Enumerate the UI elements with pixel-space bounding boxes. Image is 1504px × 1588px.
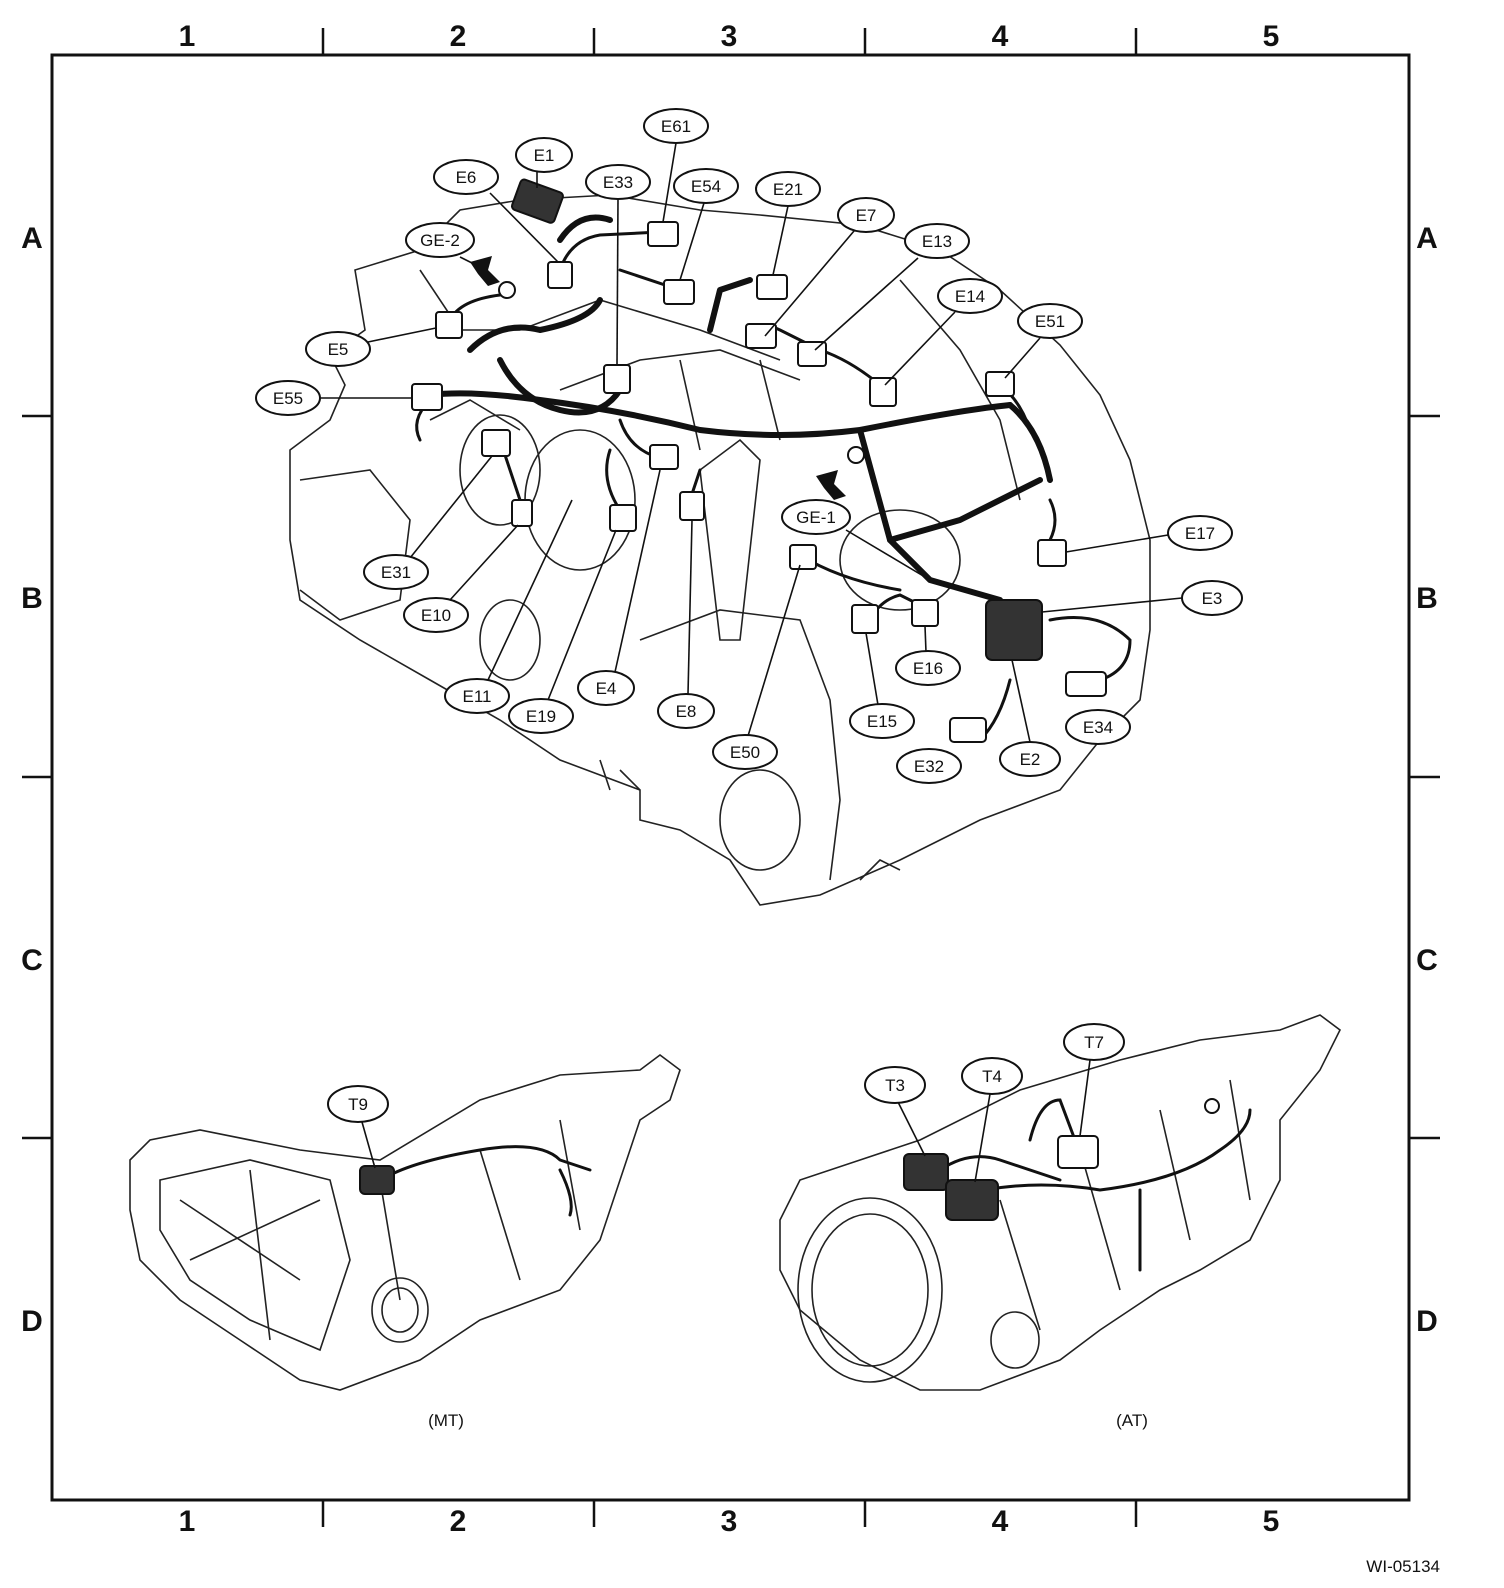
callout-e51: E51 [1004, 303, 1083, 379]
svg-text:E4: E4 [596, 679, 617, 698]
callout-e55: E55 [255, 380, 412, 416]
svg-text:E33: E33 [603, 173, 633, 192]
svg-text:GE-1: GE-1 [796, 508, 836, 527]
col-label-bottom-4: 4 [992, 1505, 1009, 1538]
callout-e61: E61 [643, 108, 709, 223]
svg-text:E54: E54 [691, 177, 721, 196]
svg-text:E16: E16 [913, 659, 943, 678]
callout-e2: E2 [999, 659, 1061, 777]
col-label-top-4: 4 [992, 20, 1009, 53]
at-callouts: T3 T4 T7 [864, 1023, 1125, 1183]
svg-text:E14: E14 [955, 287, 985, 306]
callout-e5: E5 [305, 327, 437, 367]
callout-e21: E21 [755, 171, 821, 276]
callout-t3: T3 [864, 1066, 926, 1157]
callout-e50: E50 [712, 564, 801, 770]
callout-e3: E3 [1041, 580, 1243, 616]
callout-e32: E32 [896, 748, 962, 784]
engine-illustration [289, 178, 1151, 906]
svg-text:E31: E31 [381, 563, 411, 582]
callout-e15: E15 [849, 632, 915, 739]
callout-e17: E17 [1065, 515, 1233, 553]
svg-text:E15: E15 [867, 712, 897, 731]
callout-e19: E19 [508, 529, 617, 734]
row-label-left-a: A [21, 222, 43, 255]
row-label-left-d: D [21, 1305, 43, 1338]
engine-callouts: E1 E6 E61 E33 E54 E21 E7 E13 E14 E51 GE-… [255, 108, 1243, 784]
callout-e11: E11 [444, 499, 573, 714]
col-label-bottom-1: 1 [179, 1505, 196, 1538]
col-label-bottom-2: 2 [450, 1505, 467, 1538]
callout-e14: E14 [884, 278, 1003, 386]
row-ticks [22, 414, 1440, 1140]
callout-t4: T4 [961, 1057, 1023, 1183]
svg-text:E5: E5 [328, 340, 349, 359]
callout-t7: T7 [1063, 1023, 1125, 1137]
callout-e1: E1 [515, 137, 573, 188]
svg-text:E17: E17 [1185, 524, 1215, 543]
column-labels-top: 1 2 3 4 5 [179, 20, 1280, 53]
svg-text:E51: E51 [1035, 312, 1065, 331]
callout-ge-1: GE-1 [781, 499, 931, 581]
row-label-right-d: D [1416, 1305, 1438, 1338]
svg-text:E21: E21 [773, 180, 803, 199]
col-label-bottom-5: 5 [1263, 1505, 1280, 1538]
svg-text:T4: T4 [982, 1067, 1002, 1086]
svg-text:T3: T3 [885, 1076, 905, 1095]
svg-text:E6: E6 [456, 168, 477, 187]
svg-text:E2: E2 [1020, 750, 1041, 769]
callout-e8: E8 [657, 519, 715, 729]
callout-ge-2: GE-2 [405, 222, 479, 267]
svg-text:E11: E11 [463, 687, 492, 706]
figure-id: WI-05134 [1366, 1557, 1440, 1576]
diagram-frame [50, 53, 1411, 1502]
callout-e54: E54 [673, 168, 739, 281]
row-labels-right: A B C D [1416, 222, 1438, 1338]
svg-text:E55: E55 [273, 389, 303, 408]
svg-text:E8: E8 [676, 702, 697, 721]
row-label-left-b: B [21, 582, 43, 615]
svg-text:E3: E3 [1202, 589, 1223, 608]
svg-text:GE-2: GE-2 [420, 231, 460, 250]
svg-text:E32: E32 [914, 757, 944, 776]
callout-e7: E7 [764, 197, 895, 337]
mt-transmission-illustration [129, 1054, 681, 1391]
callout-e31: E31 [363, 455, 493, 590]
col-label-top-2: 2 [450, 20, 467, 53]
at-label: (AT) [1116, 1411, 1148, 1430]
svg-text:E34: E34 [1083, 718, 1113, 737]
at-transmission-illustration [779, 1014, 1342, 1391]
column-labels-bottom: 1 2 3 4 5 [179, 1505, 1280, 1538]
callout-e4: E4 [577, 469, 661, 706]
svg-text:T7: T7 [1084, 1033, 1104, 1052]
callout-e16: E16 [895, 625, 961, 686]
svg-text:E50: E50 [730, 743, 760, 762]
svg-text:E19: E19 [526, 707, 556, 726]
callout-t9: T9 [327, 1085, 389, 1169]
svg-text:E7: E7 [856, 206, 877, 225]
svg-text:E61: E61 [661, 117, 691, 136]
svg-text:T9: T9 [348, 1095, 368, 1114]
col-label-top-5: 5 [1263, 20, 1280, 53]
callout-e6: E6 [433, 159, 559, 263]
row-label-left-c: C [21, 944, 43, 977]
mt-callouts: T9 [327, 1085, 389, 1169]
callout-e34: E34 [1065, 709, 1131, 745]
svg-text:E1: E1 [534, 146, 555, 165]
row-label-right-a: A [1416, 222, 1438, 255]
row-label-right-c: C [1416, 944, 1438, 977]
col-label-top-3: 3 [721, 20, 738, 53]
callout-e10: E10 [403, 524, 519, 633]
row-label-right-b: B [1416, 582, 1438, 615]
callout-e33: E33 [585, 164, 651, 366]
svg-text:E13: E13 [922, 232, 952, 251]
column-ticks [321, 28, 1138, 1527]
callout-e13: E13 [814, 223, 970, 351]
col-label-bottom-3: 3 [721, 1505, 738, 1538]
row-labels-left: A B C D [21, 222, 43, 1338]
col-label-top-1: 1 [179, 20, 196, 53]
mt-label: (MT) [428, 1411, 464, 1430]
svg-text:E10: E10 [421, 606, 451, 625]
